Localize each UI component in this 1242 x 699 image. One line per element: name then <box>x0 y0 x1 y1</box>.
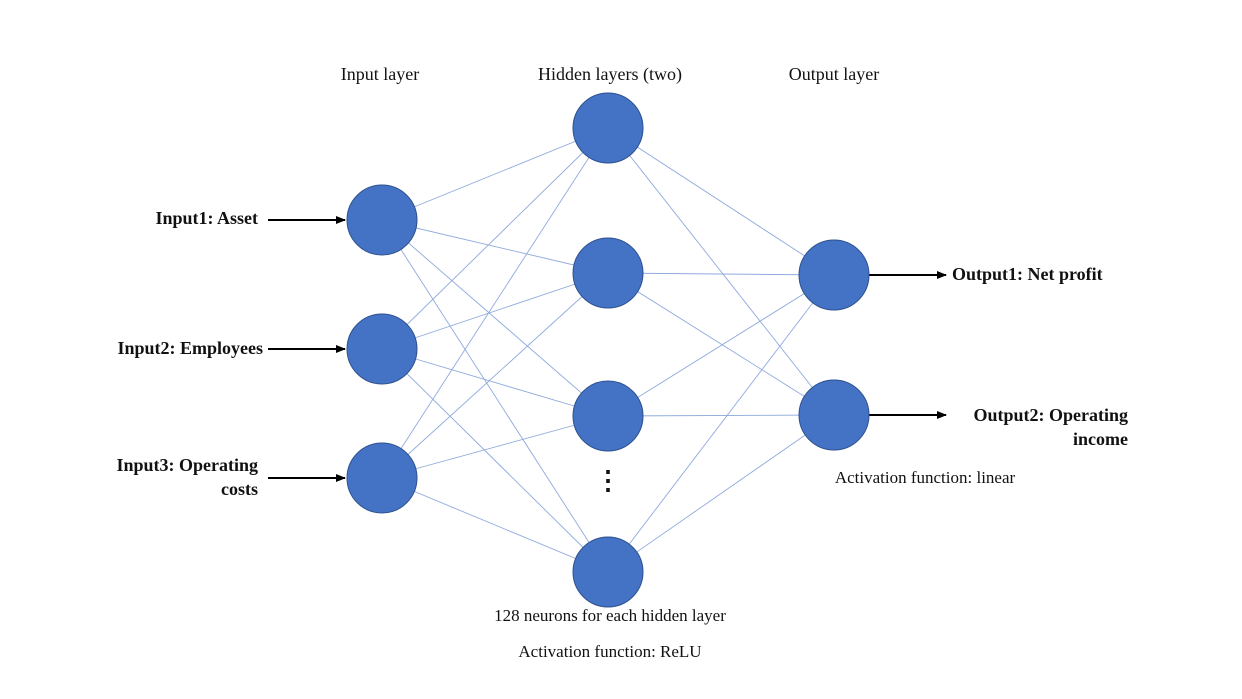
edge-input3-hidden2 <box>381 272 609 479</box>
edge-hidden1-output1 <box>607 127 835 276</box>
neurons <box>346 92 870 608</box>
edge-hidden2-output1 <box>607 272 835 276</box>
output1-label: Output1: Net profit <box>952 264 1103 284</box>
edge-input1-hidden2 <box>381 219 609 274</box>
hidden-node-1 <box>572 92 644 164</box>
input3-label: Input3: Operating costs <box>116 455 258 499</box>
output-node-1 <box>798 239 870 311</box>
connection-lines <box>381 127 835 573</box>
edge-input1-hidden1 <box>381 127 609 221</box>
edge-hidden3-output1 <box>607 274 835 417</box>
input1-label: Input1: Asset <box>155 208 258 228</box>
edge-hidden4-output2 <box>607 414 835 573</box>
hidden-count-note: 128 neurons for each hidden layer <box>494 606 726 625</box>
output-node-2 <box>798 379 870 451</box>
edge-hidden4-output1 <box>607 274 835 573</box>
edge-input2-hidden2 <box>381 272 609 350</box>
edge-input2-hidden1 <box>381 127 609 350</box>
edge-input3-hidden1 <box>381 127 609 479</box>
hidden-layers-header: Hidden layers (two) <box>538 64 682 84</box>
input-node-3 <box>346 442 418 514</box>
hidden-node-4 <box>572 536 644 608</box>
hidden-node-3 <box>572 380 644 452</box>
input-node-1 <box>346 184 418 256</box>
io-arrows <box>268 216 947 482</box>
edge-input1-hidden3 <box>381 219 609 417</box>
hidden-node-2 <box>572 237 644 309</box>
edge-input2-hidden3 <box>381 348 609 417</box>
edge-input2-hidden4 <box>381 348 609 573</box>
input-layer-header: Input layer <box>340 64 420 84</box>
ellipsis-marker: ⋮ <box>595 466 621 495</box>
input-node-2 <box>346 313 418 385</box>
output2-label: Output2: Operating income <box>973 405 1128 449</box>
output-activation-note: Activation function: linear <box>834 468 1016 487</box>
edge-input3-hidden4 <box>381 477 609 573</box>
input2-label: Input2: Employees <box>117 338 263 358</box>
output-layer-header: Output layer <box>788 64 880 84</box>
edge-hidden2-output2 <box>607 272 835 416</box>
edge-input1-hidden4 <box>381 219 609 573</box>
edge-hidden1-output2 <box>607 127 835 416</box>
edge-input3-hidden3 <box>381 415 609 479</box>
edge-hidden3-output2 <box>607 414 835 417</box>
hidden-activation-note: Activation function: ReLU <box>518 642 702 661</box>
